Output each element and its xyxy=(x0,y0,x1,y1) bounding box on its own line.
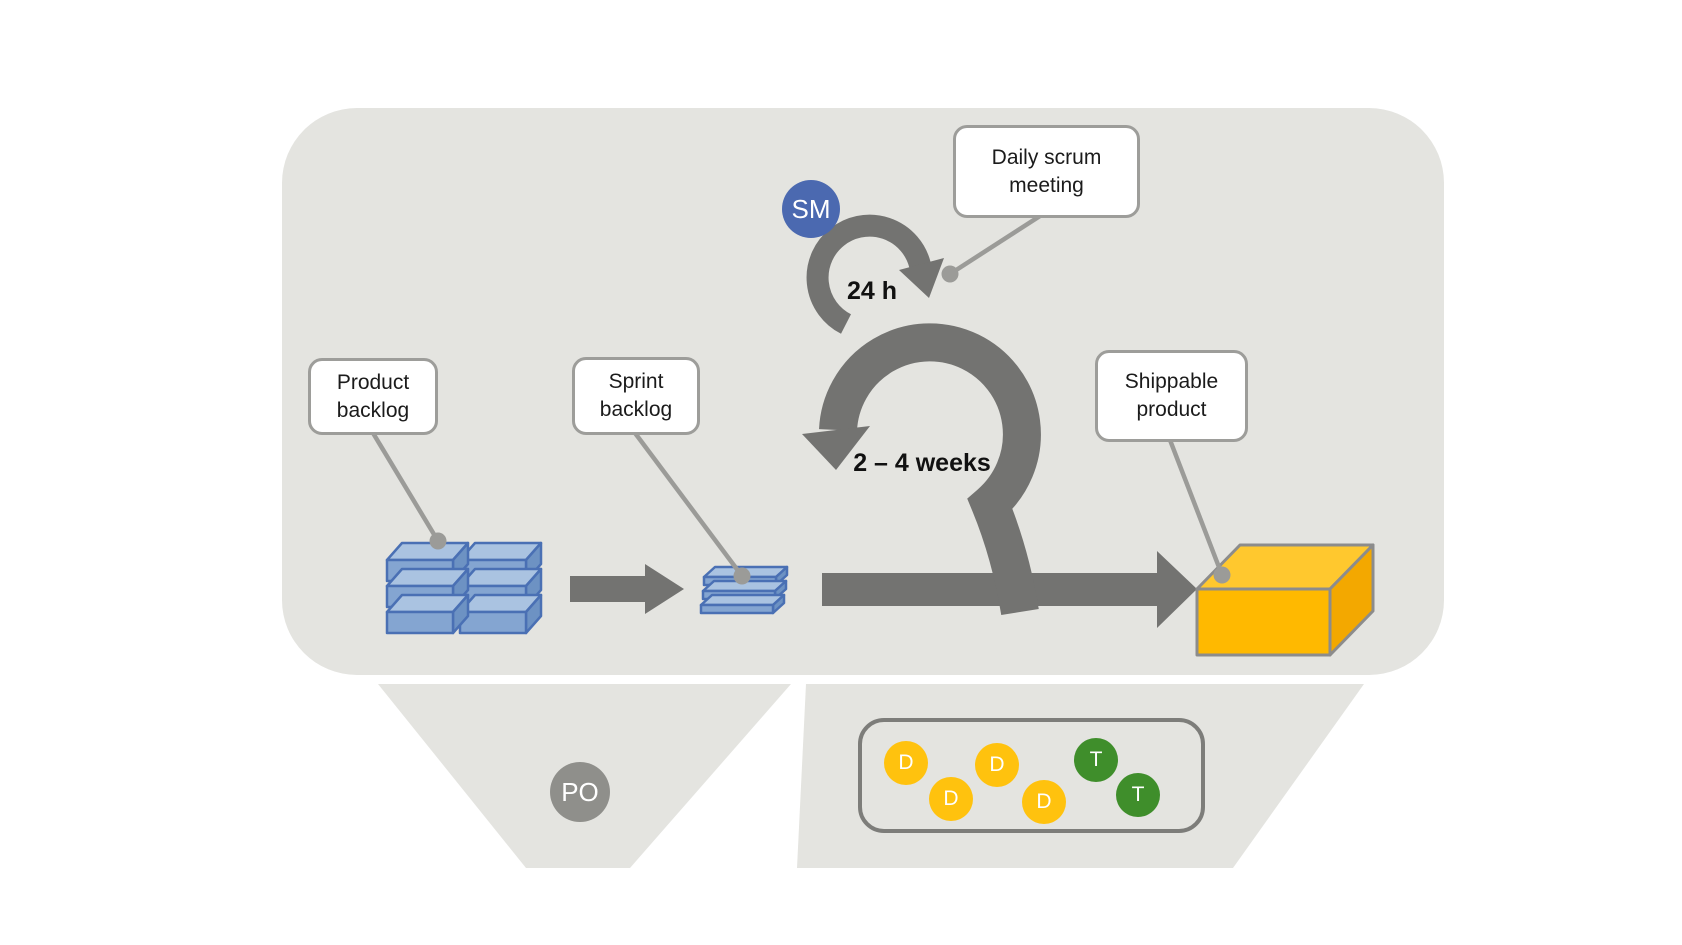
scrum-master-badge: SM xyxy=(782,180,840,238)
team-member-tester: T xyxy=(1116,773,1160,817)
daily-scrum-callout-line2: meeting xyxy=(1009,173,1084,197)
sprint-loop-duration-label: 2 – 4 weeks xyxy=(853,449,991,477)
shippable-product-leader-dot xyxy=(1213,566,1231,584)
sprint-loop-arrowhead-icon xyxy=(802,426,870,470)
shippable-product-callout-line2: product xyxy=(1136,398,1207,421)
daily-scrum-callout-line1: Daily scrum xyxy=(991,145,1102,169)
leader-dots xyxy=(429,265,1231,585)
shippable-product-callout-line1: Shippable xyxy=(1124,370,1219,394)
shippable-product-leader-line xyxy=(1167,439,1225,576)
daily-scrum-leader-line xyxy=(948,214,1042,276)
sprint-backlog-callout-line2: backlog xyxy=(599,398,673,421)
team-member-developer: D xyxy=(975,743,1019,787)
sprint-backlog-callout: Sprint backlog xyxy=(572,357,700,435)
daily-loop-arrow xyxy=(806,214,931,334)
product-backlog-leader-dot xyxy=(429,532,447,550)
team-member-developer: D xyxy=(1022,780,1066,824)
backlog-transfer-arrow xyxy=(570,564,684,614)
team-member-tester: T xyxy=(1074,738,1118,782)
daily-loop-duration-label: 24 h xyxy=(846,277,898,305)
team-box xyxy=(858,718,1205,833)
shippable-product-callout: Shippable product xyxy=(1095,350,1248,442)
sprint-backlog-callout-line1: Sprint xyxy=(608,370,664,394)
sprint-loop-arrow xyxy=(819,323,1041,616)
product-backlog-callout-line2: backlog xyxy=(336,398,410,422)
team-member-developer: D xyxy=(884,741,928,785)
product-owner-badge: PO xyxy=(550,762,610,822)
sprint-backlog-leader-line xyxy=(633,431,744,578)
daily-scrum-leader-dot xyxy=(941,265,959,283)
product-backlog-callout: Product backlog xyxy=(308,358,438,435)
daily-loop-arrowhead-icon xyxy=(899,258,944,298)
daily-scrum-meeting-callout: Daily scrum meeting xyxy=(953,125,1140,218)
leader-lines xyxy=(371,214,1225,578)
shippable-product-box-icon xyxy=(1195,543,1375,657)
sprint-backlog-stack-icon xyxy=(699,565,789,615)
team-member-developer: D xyxy=(929,777,973,821)
product-backlog-stack-icon xyxy=(385,541,543,635)
product-backlog-leader-line xyxy=(371,431,440,543)
sprint-backlog-leader-dot xyxy=(733,567,751,585)
product-backlog-callout-line1: Product xyxy=(336,370,410,394)
